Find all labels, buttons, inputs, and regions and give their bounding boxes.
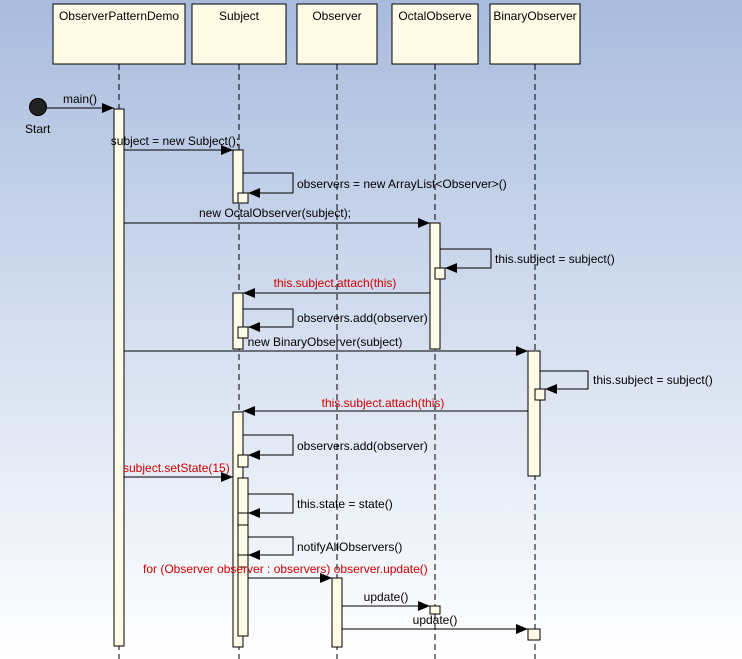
activation-subject-3-nested-a [237, 454, 249, 468]
activation-subject-2 [232, 292, 244, 350]
participant-octal-box [391, 3, 479, 65]
participant-binary[interactable]: BinaryObserver [489, 3, 581, 65]
message-observers-init[interactable]: observers = new ArrayList<Observer>() [243, 172, 507, 198]
message-binary-attach-label: this.subject.attach(this) [322, 396, 445, 410]
message-new-binary[interactable]: new BinaryObserver(subject) [124, 335, 528, 356]
start-label: Start [25, 122, 51, 136]
activation-subject-3-nested-c [237, 512, 249, 526]
message-new-subject[interactable]: subject = new Subject(); [111, 134, 239, 155]
message-notify-all[interactable]: notifyAllObservers() [248, 536, 402, 560]
message-set-state[interactable]: subject.setState(15) [123, 461, 233, 482]
participant-octal-label: OctalObserve [398, 9, 472, 23]
activation-subject-3-nested-d [237, 554, 249, 568]
activation-binary [527, 350, 541, 477]
message-update-binary-label: update() [413, 613, 458, 627]
message-main-label: main() [63, 92, 97, 106]
message-binary-attach[interactable]: this.subject.attach(this) [243, 396, 528, 416]
participant-observer-label: Observer [312, 9, 361, 23]
message-octal-attach-label: this.subject.attach(this) [274, 276, 397, 290]
message-for-update-label: for (Observer observer : observers) obse… [143, 562, 428, 576]
message-binary-set-subject-label: this.subject = subject() [593, 373, 713, 387]
activation-demo [113, 108, 125, 647]
message-new-binary-label: new BinaryObserver(subject) [248, 335, 403, 349]
message-observers-add-1[interactable]: observers.add(observer) [243, 308, 428, 332]
participant-observer[interactable]: Observer [296, 3, 378, 65]
participant-demo[interactable]: ObserverPatternDemo [52, 3, 186, 65]
message-observers-add-1-label: observers.add(observer) [297, 311, 428, 325]
activation-binary-update [527, 628, 541, 641]
message-new-octal[interactable]: new OctalObserver(subject); [124, 206, 430, 228]
message-update-octal-label: update() [364, 590, 409, 604]
start-node[interactable] [29, 98, 47, 116]
message-new-octal-label: new OctalObserver(subject); [199, 206, 351, 220]
message-this-state-label: this.state = state() [297, 497, 393, 511]
participant-binary-label: BinaryObserver [493, 9, 576, 23]
message-observers-add-2[interactable]: observers.add(observer) [243, 434, 428, 460]
participant-subject-label: Subject [219, 9, 260, 23]
message-set-state-label: subject.setState(15) [123, 461, 230, 475]
message-binary-set-subject[interactable]: this.subject = subject() [540, 370, 713, 394]
activation-octal-update [429, 605, 441, 615]
message-update-binary[interactable]: update() [342, 613, 528, 634]
participant-subject-box [191, 3, 287, 65]
message-notify-all-label: notifyAllObservers() [297, 540, 402, 554]
message-octal-attach[interactable]: this.subject.attach(this) [243, 276, 430, 298]
participant-octal[interactable]: OctalObserve [391, 3, 479, 65]
message-octal-set-subject[interactable]: this.subject = subject() [440, 248, 615, 273]
message-update-octal[interactable]: update() [342, 590, 430, 611]
message-this-state[interactable]: this.state = state() [248, 493, 393, 518]
message-new-subject-label: subject = new Subject(); [111, 134, 239, 148]
message-observers-init-label: observers = new ArrayList<Observer>() [297, 177, 507, 191]
participant-demo-label: ObserverPatternDemo [59, 9, 179, 23]
message-main[interactable]: main() [47, 92, 114, 113]
activation-subject-1-nested [237, 192, 249, 204]
message-octal-set-subject-label: this.subject = subject() [495, 252, 615, 266]
participant-demo-box [52, 3, 186, 65]
activation-observer [331, 577, 343, 648]
activation-binary-nested [534, 388, 546, 401]
message-observers-add-2-label: observers.add(observer) [297, 439, 428, 453]
participant-observer-box [296, 3, 378, 65]
message-for-update[interactable]: for (Observer observer : observers) obse… [143, 562, 428, 583]
activation-subject-2-nested [237, 326, 249, 339]
participant-subject[interactable]: Subject [191, 3, 287, 65]
activation-octal [429, 222, 441, 350]
activation-octal-nested [434, 267, 446, 280]
